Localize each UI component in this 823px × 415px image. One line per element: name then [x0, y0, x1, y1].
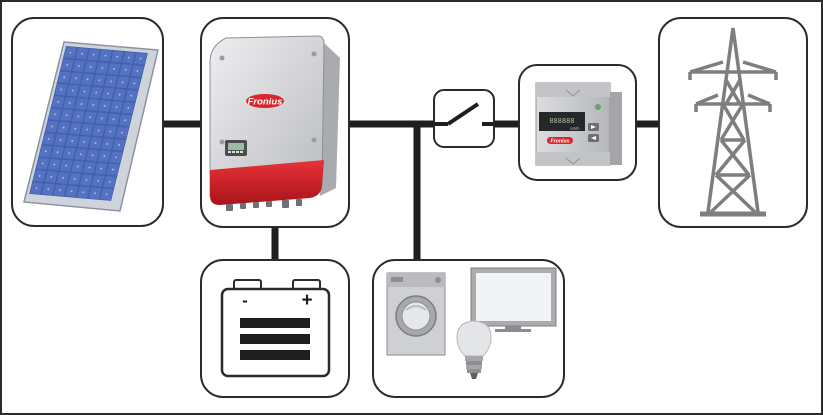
inverter-icon: Fronius — [209, 35, 340, 211]
battery-icon: - + — [220, 279, 331, 378]
battery-minus-label: - — [242, 291, 248, 310]
energy-meter-box: 888888 kWh Fronius — [518, 64, 637, 181]
loads-box — [372, 259, 565, 398]
washing-machine-icon — [386, 272, 446, 356]
light-bulb-icon — [456, 320, 492, 379]
battery-plus-label: + — [301, 290, 312, 311]
fronius-logo: Fronius — [246, 94, 284, 108]
switch-icon — [434, 102, 494, 126]
connection-lines — [163, 120, 659, 260]
solar-panel-icon — [23, 41, 159, 212]
grid-box — [658, 17, 808, 228]
inverter-box: Fronius — [200, 17, 350, 228]
meter-display — [539, 112, 585, 131]
meter-display-digits: 888888 — [549, 117, 574, 125]
battery-box: - + — [200, 259, 350, 398]
meter-fronius-logo: Fronius — [547, 137, 573, 145]
meter-unit-label: kWh — [571, 126, 580, 131]
solar-panel-box — [11, 17, 164, 227]
switch-box — [433, 89, 495, 148]
inverter-brand-label: Fronius — [248, 97, 283, 108]
television-icon — [470, 267, 557, 332]
transmission-tower-icon — [688, 27, 778, 217]
energy-meter-icon: 888888 kWh Fronius — [535, 82, 622, 166]
meter-brand-label: Fronius — [550, 139, 569, 145]
